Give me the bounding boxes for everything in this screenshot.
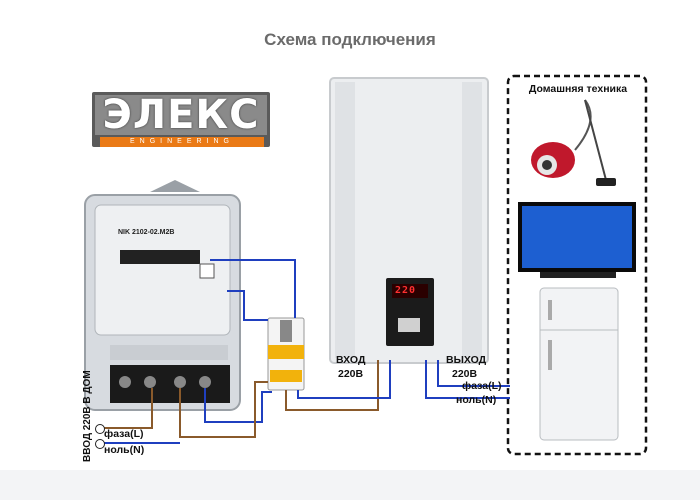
vacuum-cleaner-icon [531,99,616,186]
terminal-neutral [95,439,105,449]
input-voltage-label: 220В [338,368,364,380]
appliances-title: Домашняя техника [528,83,628,95]
meter-model: NIK 2102-02.M2B [118,229,174,236]
appliances-frame [506,74,648,456]
bottom-band [0,470,700,500]
stabilizer-display: 220 [395,285,417,296]
refrigerator-icon [539,287,619,441]
output-voltage-label: 220В [452,368,478,380]
input-phase-label: фаза(L) [104,428,144,440]
logo-subtitle: ENGINEERING [100,137,264,147]
wires [100,259,510,444]
logo-emblem [92,92,270,147]
home-input-label: ВВОД 220В В ДОМ [82,370,93,462]
output-label: ВЫХОД [446,354,487,366]
circuit-breaker [267,317,305,391]
voltage-stabilizer [329,77,489,364]
output-neutral-label: ноль(N) [456,394,497,406]
electricity-meter [84,180,241,411]
diagram-title: Схема подключения [264,30,436,49]
input-label: ВХОД [336,354,366,366]
logo-text: ЭЛЕКС [102,92,260,138]
input-neutral-label: ноль(N) [104,444,145,456]
output-phase-label: фаза(L) [462,380,502,392]
tv-icon [518,202,636,278]
terminal-phase [95,424,105,434]
